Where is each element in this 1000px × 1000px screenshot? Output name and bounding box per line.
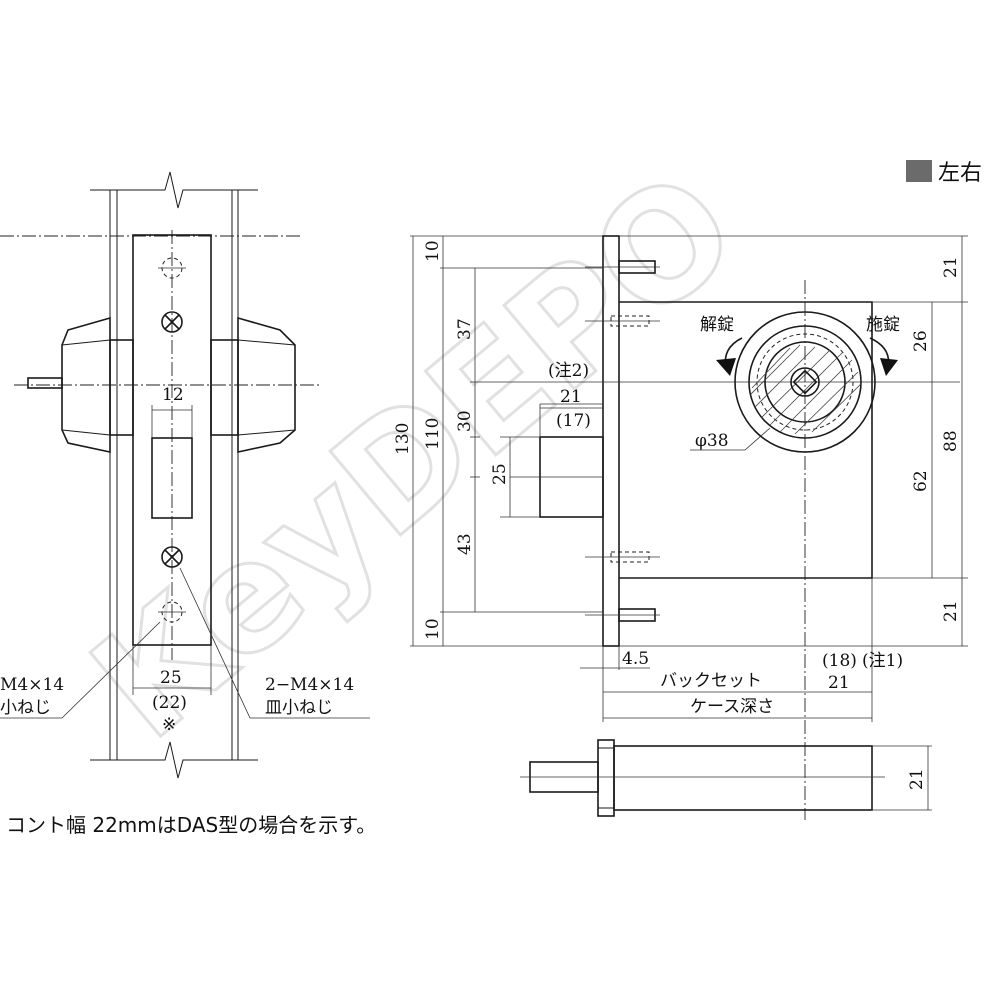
dim-26: 26 <box>911 330 931 352</box>
legend-square <box>906 160 932 182</box>
legend-text: 左右 <box>938 161 982 186</box>
dim-62: 62 <box>911 470 931 492</box>
dim-37: 37 <box>455 318 475 340</box>
note-2: (注2) <box>548 361 589 381</box>
footnote: コント幅 22mmはDAS型の場合を示す。 <box>6 813 376 837</box>
screw-left-label-1: M4×14 <box>0 675 64 695</box>
dim-21-right-top: 21 <box>941 256 961 278</box>
bottom-view: 21 <box>520 739 932 817</box>
dim-30: 30 <box>455 410 475 432</box>
screw-left-label-2: 小ねじ <box>0 698 51 718</box>
dim-130: 130 <box>393 423 413 455</box>
backset-label: バックセット <box>660 671 762 691</box>
screw-right-label-2: 皿小ねじ <box>265 698 333 718</box>
dim-88: 88 <box>941 430 961 452</box>
unlock-label: 解錠 <box>700 315 734 335</box>
case-depth-label: ケース深さ <box>690 697 774 717</box>
diameter-label: φ38 <box>695 431 729 451</box>
dim-17-paren: (17) <box>556 411 591 431</box>
dim-22-paren: (22) <box>152 693 187 713</box>
dim-21-right-bottom: 21 <box>941 600 961 622</box>
mark-note: ※ <box>162 715 176 735</box>
dim-10-top: 10 <box>423 240 443 262</box>
note-1: (注1) <box>862 651 903 671</box>
screw-right-label-1: 2−M4×14 <box>265 675 354 695</box>
lock-label: 施錠 <box>866 315 900 335</box>
dim-21-bolt: 21 <box>560 387 582 407</box>
side-view: 130 110 10 10 37 30 43 25 (注2) 21 (17) <box>393 235 968 820</box>
dim-21-bottom: 21 <box>828 673 850 693</box>
dim-12: 12 <box>162 385 184 405</box>
front-view: 12 25 (22) ※ M4×14 小ねじ 2−M4×14 皿小ねじ <box>0 171 370 779</box>
dim-43: 43 <box>455 533 475 555</box>
dim-25-front: 25 <box>160 668 182 688</box>
dim-18-paren: (18) <box>822 651 857 671</box>
dim-110: 110 <box>423 418 443 450</box>
dim-4-5: 4.5 <box>622 649 649 669</box>
dim-21-bottom-view: 21 <box>907 768 927 790</box>
dim-25-side: 25 <box>490 463 510 485</box>
dim-10-bottom: 10 <box>423 618 443 640</box>
